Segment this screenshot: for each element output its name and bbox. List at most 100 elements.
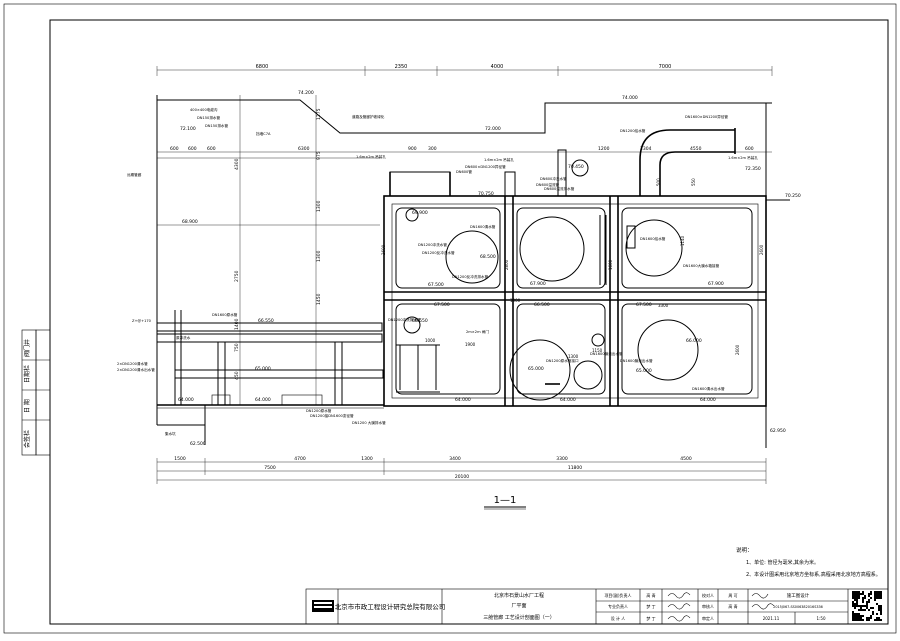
label-7: 1.6m×2m 吊装孔: [728, 155, 758, 160]
label-8: DN600×DN1200异径管: [465, 164, 506, 169]
drawing-scale: 1:50: [817, 616, 826, 621]
name-4: 高 青: [728, 603, 737, 609]
inner-frame: [49, 19, 889, 625]
label-15: DN1600大膜水箱接管: [683, 263, 720, 268]
vdim-1: 975: [316, 151, 322, 160]
top-dim-3: 7000: [659, 64, 672, 70]
left-vertical-dimension: 1275 975 4300 1300 2750 1300 1400 450 75…: [234, 95, 322, 405]
title-block: 北京市市政工程设计研究总院有限公司 北京市石景山水厂工程 厂平面 三舱管廊 工艺…: [305, 588, 889, 625]
elev-1: 74.000: [622, 95, 638, 101]
idim-2: 1900: [465, 342, 476, 347]
bdim-total: 20100: [455, 474, 469, 480]
label-5: 1.6m×2m 吊装孔: [356, 154, 386, 159]
idim-10: 2800: [504, 259, 509, 270]
elev-28: 72.350: [745, 166, 761, 172]
company-name: 北京市市政工程设计研究总院有限公司: [335, 602, 446, 611]
section-label: 1—1: [484, 495, 526, 510]
label-27: DN1600原水管: [212, 312, 238, 317]
label-30: 2×DN1200清水管: [117, 361, 148, 366]
elev-12: 67.500: [434, 302, 450, 308]
drawing-date: 2021.11: [763, 616, 780, 621]
elev-9: 67.900: [530, 281, 546, 287]
label-36: Z+@+170: [132, 319, 152, 323]
idim-1: 2600: [759, 244, 764, 255]
project-name: 北京市石景山水厂工程: [494, 592, 544, 599]
dim2-6: 1200: [598, 146, 610, 152]
gallery-outer-wall: [383, 195, 767, 407]
top-dim-1: 2350: [395, 64, 408, 70]
pipe-dn1600-upper-right: [625, 219, 683, 277]
subproject-name: 厂平面: [511, 603, 526, 609]
name-3: 周 可: [728, 592, 737, 598]
bdim1-3: 3400: [449, 456, 461, 462]
stage-label: 施工图设计: [787, 592, 810, 599]
label-28: DN1600清水出水管: [692, 386, 725, 391]
label-35: DN1200原水管接口: [546, 358, 579, 363]
dim2-0: 600: [170, 146, 179, 152]
name-1: 梦 丁: [646, 604, 655, 609]
bdim2-0: 7500: [264, 465, 276, 471]
idim-8: 500: [656, 178, 661, 186]
label-4: 道路及管廊护坡绿化: [352, 114, 385, 119]
label-25: DN1600膜池出水管: [590, 351, 623, 356]
label-23: DN1200原水管: [306, 408, 332, 413]
elev-5: 70.750: [478, 191, 494, 197]
elev-24: 64.000: [560, 397, 576, 403]
left-strip: 会签栏 日 期 日期栏 阀门井: [21, 329, 51, 456]
role-5: 审定人: [702, 615, 714, 621]
top-dim-0: 6800: [256, 64, 269, 70]
label-20: DN600管: [456, 169, 472, 174]
dim2-7: 1304: [640, 146, 652, 152]
idim-5: 3300: [658, 303, 669, 308]
role-0: 项目(副)负责人: [604, 592, 631, 598]
label-16: DN1200给水管: [620, 128, 646, 133]
pipe-dn1600-lower-right: [637, 319, 699, 381]
label-10: DN1200冲洗水管: [418, 242, 447, 247]
label-19: DN600溢流排水管: [544, 186, 575, 191]
bdim1-2: 1300: [361, 456, 373, 462]
dim2-8: 4550: [690, 146, 702, 152]
notes-heading: 说明：: [736, 546, 753, 554]
vdim-2: 4300: [234, 158, 240, 170]
label-24: DN1200 大膜排水管: [352, 420, 386, 425]
vdim-6: 1400: [234, 318, 240, 330]
signatures: [667, 592, 775, 622]
vdim-5: 1300: [316, 250, 322, 262]
elev-18: 65.000: [255, 366, 271, 372]
idim-12: 1300: [568, 354, 579, 359]
elev-22: 64.000: [255, 397, 271, 403]
dim2-1: 600: [188, 146, 197, 152]
elev-29: 70.250: [785, 193, 801, 199]
strip-label-0: 会签栏: [23, 430, 31, 448]
elev-27: 62.500: [190, 441, 206, 447]
label-1: DN150排水管: [197, 115, 221, 120]
pipe-small-left: [403, 316, 421, 334]
elev-19: 65.000: [528, 366, 544, 372]
pipe-dn600-lower: [573, 360, 603, 390]
idim-11: 1600: [608, 259, 613, 270]
vdim-0: 1275: [316, 108, 322, 120]
gallery-structure: [383, 128, 767, 407]
dim2-9: 600: [745, 146, 754, 152]
notes-line-1: 2、本设计图采用北京地方坐标系,高程采用北京地方高程系。: [746, 571, 881, 578]
label-22: DN1200冲洗排水管: [388, 317, 421, 322]
idim-13: 1150: [592, 348, 603, 353]
label-13: DN600溢流管: [536, 182, 560, 187]
bdim2-1: 11800: [568, 465, 582, 471]
elev-14: 66.550: [258, 318, 274, 324]
second-dimension-row: 600 600 600 6300 900 300 1200 1304 4550 …: [157, 146, 772, 153]
vdim-3: 1300: [316, 200, 322, 212]
idim-7: 550: [691, 178, 696, 186]
vdim-4: 2750: [234, 270, 240, 282]
strip-label-2: 日期栏: [23, 365, 31, 383]
label-12: DN1200反冲洗排水管: [452, 274, 489, 279]
idim-3: 1000: [425, 338, 436, 343]
label-11: DN1200反冲洗水管: [422, 250, 455, 255]
vdim-7: 450: [234, 371, 240, 380]
idim-0: 2600: [381, 244, 386, 255]
strip-label-3: 阀门井: [23, 339, 31, 357]
label-26: DN1600膜池出水管: [620, 358, 653, 363]
idim-6: 1140: [680, 235, 685, 246]
pipe-dn1200-upper-left: [445, 230, 499, 284]
elbow-pipe: [639, 129, 735, 196]
